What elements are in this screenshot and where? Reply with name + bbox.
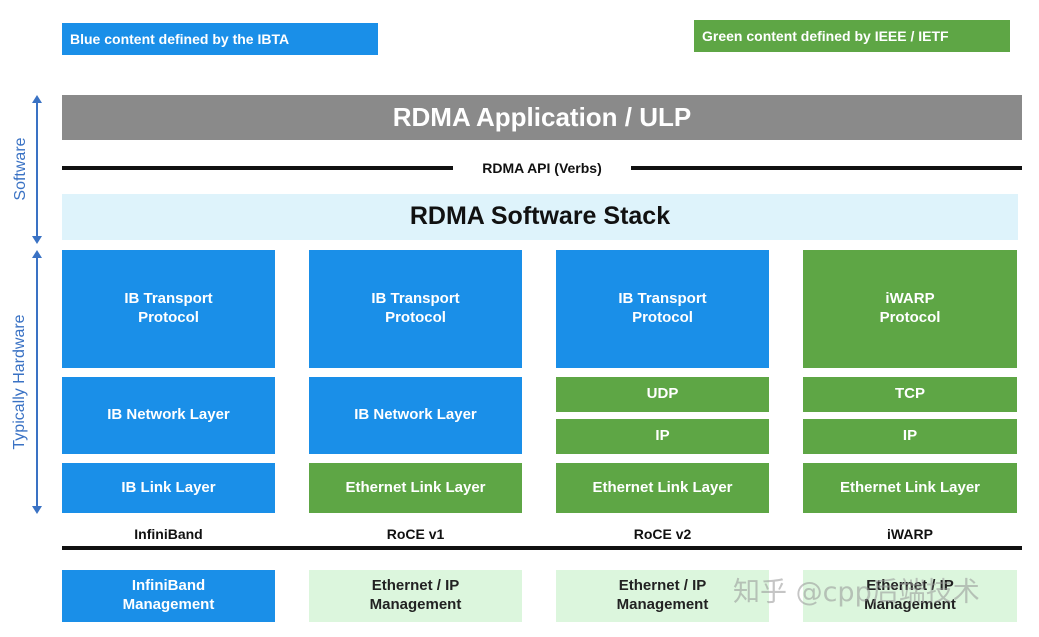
col3-name: RoCE v2 xyxy=(633,526,692,542)
col1-name: InfiniBand xyxy=(134,526,203,542)
rdma-application-text: RDMA Application / ULP xyxy=(392,102,692,133)
col1-management: InfiniBand Management xyxy=(62,570,275,622)
col4-ip: IP xyxy=(803,419,1017,454)
col1-link: IB Link Layer xyxy=(62,463,275,513)
hardware-label: Typically Hardware xyxy=(11,314,28,450)
hardware-arrow-line xyxy=(36,257,38,507)
rdma-application-layer: RDMA Application / ULP xyxy=(62,95,1022,140)
rdma-software-stack-text: RDMA Software Stack xyxy=(409,202,671,231)
rdma-api-label: RDMA API (Verbs) xyxy=(453,158,631,178)
col3-udp: UDP xyxy=(556,377,769,412)
col4-link: Ethernet Link Layer xyxy=(803,463,1017,513)
management-separator xyxy=(62,546,1022,550)
col3-transport: IB Transport Protocol xyxy=(556,250,769,368)
col2-name: RoCE v1 xyxy=(386,526,445,542)
watermark: 知乎 @cpp后端技术 xyxy=(733,577,980,608)
col2-network: IB Network Layer xyxy=(309,377,522,454)
col1-transport: IB Transport Protocol xyxy=(62,250,275,368)
legend-ieee: Green content defined by IEEE / IETF xyxy=(694,20,1010,52)
software-arrow-line xyxy=(36,102,38,236)
col3-link: Ethernet Link Layer xyxy=(556,463,769,513)
col4-tcp: TCP xyxy=(803,377,1017,412)
rdma-software-stack: RDMA Software Stack xyxy=(62,194,1018,240)
hardware-arrow-down-icon xyxy=(32,506,42,514)
legend-ibta: Blue content defined by the IBTA xyxy=(62,23,378,55)
legend-ieee-text: Green content defined by IEEE / IETF xyxy=(702,28,949,44)
software-arrow-down-icon xyxy=(32,236,42,244)
col4-transport: iWARP Protocol xyxy=(803,250,1017,368)
col3-ip: IP xyxy=(556,419,769,454)
col2-management: Ethernet / IP Management xyxy=(309,570,522,622)
col2-transport: IB Transport Protocol xyxy=(309,250,522,368)
col3-management: Ethernet / IP Management xyxy=(556,570,769,622)
legend-ibta-text: Blue content defined by the IBTA xyxy=(70,31,290,47)
col4-name: iWARP xyxy=(887,526,933,542)
software-arrow-up-icon xyxy=(32,95,42,103)
col4-management: Ethernet / IP Management xyxy=(803,570,1017,622)
col2-link: Ethernet Link Layer xyxy=(309,463,522,513)
col1-network: IB Network Layer xyxy=(62,377,275,454)
hardware-arrow-up-icon xyxy=(32,250,42,258)
software-label: Software xyxy=(12,137,29,201)
